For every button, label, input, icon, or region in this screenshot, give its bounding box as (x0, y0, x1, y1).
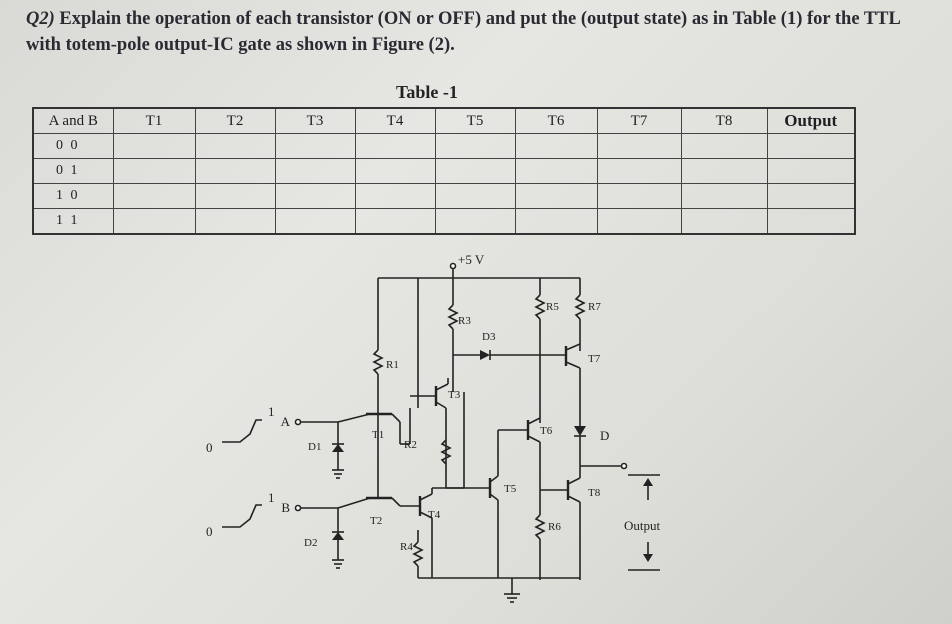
header-cell: T3 (274, 107, 356, 134)
blank-cell[interactable] (596, 208, 682, 235)
blank-cell[interactable] (766, 208, 856, 235)
blank-cell[interactable] (514, 208, 598, 235)
d2-label: D2 (304, 537, 317, 549)
r5-label: R5 (546, 301, 559, 313)
pulse-a-low: 0 (206, 440, 213, 455)
t4-label: T4 (428, 509, 441, 521)
input-cell: 0 1 (32, 158, 114, 184)
table-title: Table -1 (396, 82, 458, 102)
blank-cell[interactable] (112, 208, 196, 235)
blank-cell[interactable] (680, 133, 768, 159)
blank-cell[interactable] (434, 208, 516, 235)
r6-label: R6 (548, 521, 561, 533)
pulse-a-high: 1 (268, 404, 275, 419)
blank-cell[interactable] (514, 183, 598, 209)
input-a-label: A (281, 414, 291, 429)
t6-label: T6 (540, 425, 553, 437)
blank-cell[interactable] (596, 133, 682, 159)
t3-label: T3 (448, 389, 461, 401)
blank-cell[interactable] (680, 208, 768, 235)
blank-cell[interactable] (274, 183, 356, 209)
blank-cell[interactable] (354, 208, 436, 235)
t1-label: T1 (372, 429, 384, 441)
header-cell: Output (766, 107, 856, 134)
header-cell: T8 (680, 107, 768, 134)
t2-label: T2 (370, 515, 382, 527)
r1-label: R1 (386, 359, 399, 371)
header-cell: T2 (194, 107, 276, 134)
pulse-b-low: 0 (206, 524, 213, 539)
r2-label: R2 (404, 439, 417, 451)
question-text: Q2) Explain the operation of each transi… (26, 6, 906, 58)
pulse-b-high: 1 (268, 490, 275, 505)
blank-cell[interactable] (680, 158, 768, 184)
t5-label: T5 (504, 483, 517, 495)
blank-cell[interactable] (434, 183, 516, 209)
header-cell: T4 (354, 107, 436, 134)
blank-cell[interactable] (274, 208, 356, 235)
blank-cell[interactable] (680, 183, 768, 209)
question-number: Q2) (26, 9, 55, 29)
input-cell: 1 1 (32, 208, 114, 235)
question-body: Explain the operation of each transistor… (26, 9, 900, 55)
d-label: D (600, 428, 609, 443)
truth-table: A and B T1 T2 T3 T4 T5 T6 T7 T8 Output 0… (32, 107, 856, 235)
input-b-label: B (281, 500, 290, 515)
input-cell: 0 0 (32, 133, 114, 159)
table-row: 1 0 (32, 183, 856, 209)
r7-label: R7 (588, 301, 601, 313)
circuit-wires (222, 262, 660, 603)
blank-cell[interactable] (194, 208, 276, 235)
d3-label: D3 (482, 331, 496, 343)
table-row: 0 1 (32, 158, 856, 184)
output-label: Output (624, 518, 661, 533)
t8-label: T8 (588, 487, 601, 499)
blank-cell[interactable] (766, 183, 856, 209)
r3-label: R3 (458, 315, 471, 327)
table-row: 1 1 (32, 208, 856, 235)
supply-label: +5 V (458, 252, 485, 267)
d1-label: D1 (308, 441, 321, 453)
blank-cell[interactable] (194, 183, 276, 209)
t7-label: T7 (588, 353, 601, 365)
blank-cell[interactable] (514, 158, 598, 184)
r4-label: R4 (400, 541, 413, 553)
input-cell: 1 0 (32, 183, 114, 209)
header-cell: A and B (32, 107, 114, 134)
